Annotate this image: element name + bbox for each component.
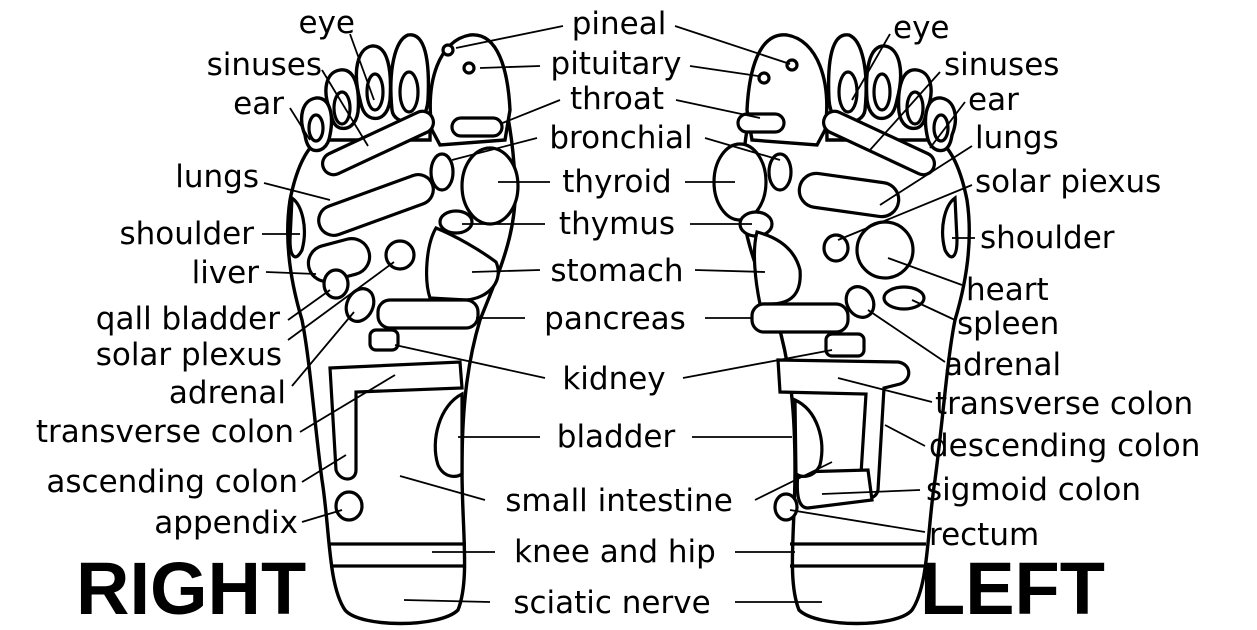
right-foot-throat-zone bbox=[452, 118, 502, 136]
label-thymus: thymus bbox=[559, 206, 675, 242]
label-bronchial: bronchial bbox=[549, 120, 692, 156]
r-label-solar-plexus: solar plexus bbox=[96, 337, 282, 373]
right-foot-gall-bladder-zone bbox=[324, 270, 348, 298]
l-label-eye: eye bbox=[893, 10, 950, 46]
r-label-adrenal: adrenal bbox=[169, 375, 286, 411]
left-foot-heart-zone bbox=[857, 222, 913, 278]
r-label-gall-bladder: qall bladder bbox=[96, 301, 280, 337]
r-label-eye: eye bbox=[299, 5, 356, 41]
right-foot-pituitary-zone bbox=[464, 63, 474, 73]
right-foot-ear-zone bbox=[334, 92, 350, 124]
l-label-sinuses: sinuses bbox=[944, 47, 1059, 83]
label-pituitary: pituitary bbox=[551, 46, 682, 82]
left-foot-rectum-zone bbox=[775, 494, 797, 520]
l-label-sigmoid-colon: sigmoid colon bbox=[926, 472, 1141, 508]
label-thyroid: thyroid bbox=[562, 164, 671, 200]
right-foot-ear-zone-2 bbox=[309, 115, 323, 141]
leader-pituitary-left bbox=[690, 66, 758, 76]
label-pancreas: pancreas bbox=[544, 301, 686, 337]
l-label-heart: heart bbox=[966, 272, 1049, 308]
title-right: RIGHT bbox=[76, 547, 306, 630]
label-knee-and-hip: knee and hip bbox=[514, 534, 716, 570]
r-label-sinuses: sinuses bbox=[207, 47, 322, 83]
left-foot-ear-zone bbox=[907, 92, 923, 124]
l-label-shoulder: shoulder bbox=[980, 220, 1115, 256]
r-label-liver: liver bbox=[192, 255, 260, 291]
l-label-descending-colon: descending colon bbox=[929, 428, 1200, 464]
right-foot-pancreas-zone bbox=[378, 300, 478, 328]
left-foot-solar-plexus-zone bbox=[824, 235, 848, 261]
right-foot-appendix-zone bbox=[336, 492, 362, 520]
l-label-solar-plexus: solar piexus bbox=[975, 164, 1161, 200]
right-foot-kidney-zone bbox=[370, 330, 398, 350]
r-label-appendix: appendix bbox=[154, 505, 298, 541]
title-left: LEFT bbox=[920, 547, 1105, 630]
left-foot-spleen-zone bbox=[884, 287, 924, 309]
l-label-spleen: spleen bbox=[957, 306, 1059, 342]
r-label-ear: ear bbox=[233, 86, 284, 122]
left-foot-pineal-zone bbox=[787, 60, 797, 70]
label-throat: throat bbox=[570, 81, 664, 117]
r-label-lungs: lungs bbox=[175, 159, 259, 195]
right-foot-thymus-zone bbox=[440, 211, 472, 233]
l-label-transverse-colon: transverse colon bbox=[935, 386, 1193, 422]
l-label-lungs: lungs bbox=[975, 120, 1059, 156]
label-pineal: pineal bbox=[572, 6, 667, 42]
r-label-ascending-colon: ascending colon bbox=[46, 464, 298, 500]
center-labels: pineal pituitary throat bronchial thyroi… bbox=[505, 6, 733, 621]
left-foot-sinus-zone bbox=[874, 74, 890, 110]
label-sciatic-nerve: sciatic nerve bbox=[513, 585, 710, 621]
label-bladder: bladder bbox=[557, 419, 676, 455]
r-label-shoulder: shoulder bbox=[119, 216, 254, 252]
left-foot-pancreas-zone bbox=[752, 304, 848, 332]
label-stomach: stomach bbox=[550, 253, 683, 289]
right-foot-sinus-zone bbox=[367, 74, 383, 110]
right-foot bbox=[288, 35, 518, 624]
left-foot-throat-zone bbox=[738, 114, 784, 132]
left-foot-kidney-zone bbox=[826, 334, 864, 356]
right-foot-pineal-zone bbox=[443, 45, 453, 55]
right-foot-eye-zone bbox=[400, 72, 418, 112]
left-foot-eye-zone bbox=[839, 72, 857, 112]
right-foot-thyroid-zone bbox=[462, 148, 518, 224]
left-foot-pituitary-zone bbox=[759, 73, 769, 83]
r-label-transverse-colon: transverse colon bbox=[36, 414, 294, 450]
label-kidney: kidney bbox=[562, 361, 665, 397]
l-label-adrenal: adrenal bbox=[944, 347, 1061, 383]
l-label-ear: ear bbox=[968, 82, 1019, 118]
label-small-intestine: small intestine bbox=[505, 483, 733, 519]
right-foot-bronchial-zone bbox=[431, 154, 453, 190]
